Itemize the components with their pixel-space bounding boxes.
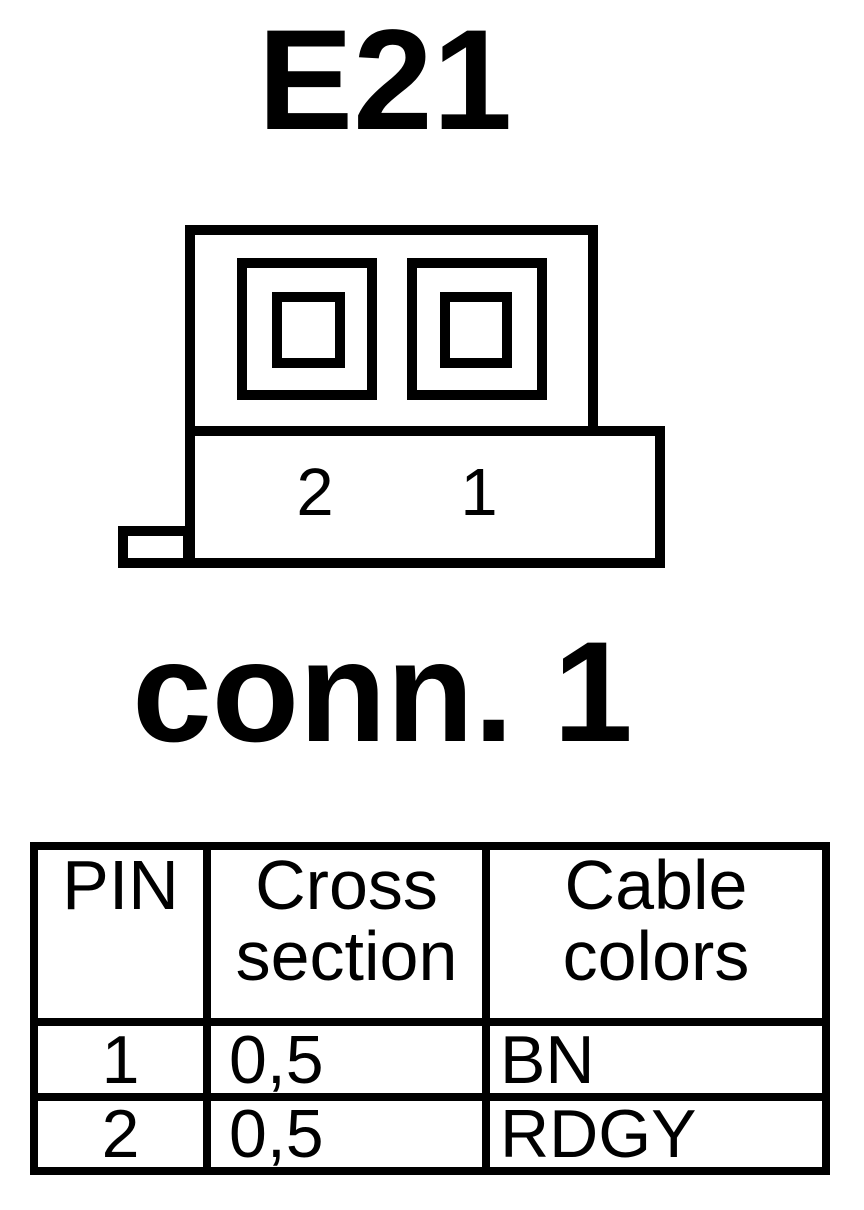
pin-table-header-cross-section: Cross section <box>203 850 482 1018</box>
pin-table-row1-cable-colors: BN <box>482 1018 822 1093</box>
pin-2-cavity-inner <box>272 292 345 368</box>
pin-table: PIN Cross section Cable colors 1 0,5 BN … <box>30 842 830 1175</box>
pin-table-row2-cable-colors: RDGY <box>482 1093 822 1167</box>
pin-table-header-pin: PIN <box>62 850 179 924</box>
pin-number-2-label: 2 <box>296 455 334 530</box>
pin-number-1-label: 1 <box>460 455 498 530</box>
pin-table-row1-pin: 1 <box>38 1018 203 1093</box>
connector-id-title: E21 <box>257 1 513 160</box>
pin-table-row2-pin: 2 <box>38 1093 203 1167</box>
pin-table-row2-cross-section: 0,5 <box>203 1093 482 1167</box>
connector-name-title: conn. 1 <box>132 613 633 772</box>
connector-mount-tab <box>118 526 193 568</box>
connector-lower-body <box>185 426 665 568</box>
pin-table-row1-cross-section: 0,5 <box>203 1018 482 1093</box>
pin-table-header-cable-colors: Cable colors <box>482 850 822 1018</box>
pin-1-cavity-inner <box>440 292 512 368</box>
